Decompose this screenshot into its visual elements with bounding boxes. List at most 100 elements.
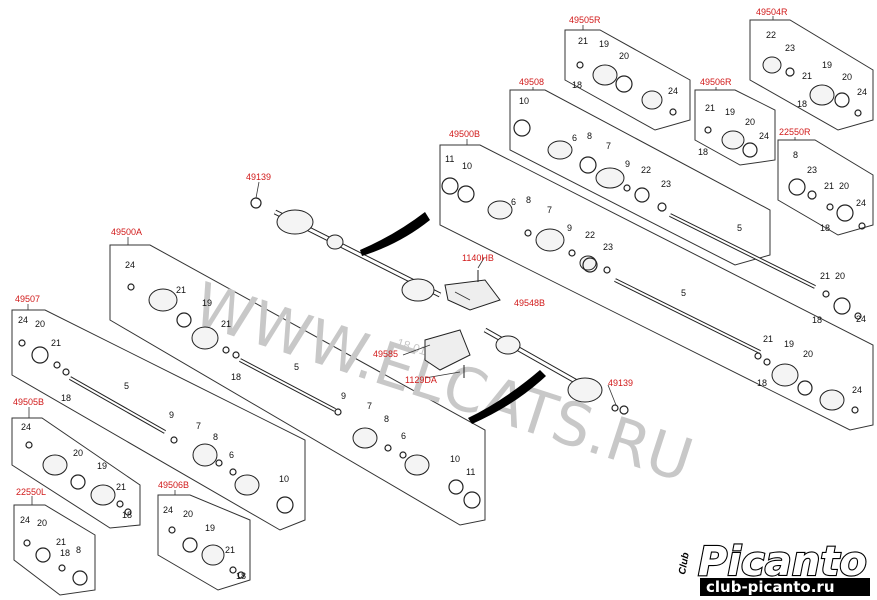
- svg-text:19: 19: [784, 339, 794, 349]
- label-49505R[interactable]: 49505R: [569, 15, 601, 25]
- svg-text:5: 5: [681, 288, 686, 298]
- svg-text:21: 21: [51, 338, 61, 348]
- svg-text:20: 20: [619, 51, 629, 61]
- cv-joint-49500A-outer: [404, 454, 430, 476]
- svg-text:18: 18: [757, 378, 767, 388]
- bracket-49585: [424, 329, 471, 371]
- svg-text:19: 19: [202, 298, 212, 308]
- group-box-22550R: [777, 139, 874, 236]
- label-22550L[interactable]: 22550L: [16, 487, 46, 497]
- svg-text:21: 21: [578, 36, 588, 46]
- cv-joint-49507: [234, 474, 260, 496]
- cv-boot-top-left: [276, 209, 314, 235]
- label-49548B[interactable]: 49548B: [514, 298, 545, 308]
- svg-text:20: 20: [745, 117, 755, 127]
- svg-text:23: 23: [661, 179, 671, 189]
- svg-text:18: 18: [236, 571, 246, 581]
- label-22550R[interactable]: 22550R: [779, 127, 811, 137]
- cv-joint-center: [495, 335, 521, 355]
- svg-text:10: 10: [450, 454, 460, 464]
- svg-text:22: 22: [766, 30, 776, 40]
- svg-text:24: 24: [21, 422, 31, 432]
- svg-text:9: 9: [341, 391, 346, 401]
- bracket-49548B: [444, 279, 501, 311]
- group-box-49504R: [749, 19, 874, 131]
- boot-clamp-top: [326, 234, 344, 250]
- svg-text:21: 21: [705, 103, 715, 113]
- cv-boot-49507: [192, 443, 218, 467]
- label-1129DA[interactable]: 1129DA: [405, 375, 437, 385]
- svg-text:20: 20: [839, 181, 849, 191]
- cv-joint-49500B-outer: [819, 389, 845, 411]
- boot-49504R: [809, 84, 835, 106]
- svg-text:21: 21: [221, 319, 231, 329]
- svg-text:7: 7: [367, 401, 372, 411]
- svg-text:20: 20: [835, 271, 845, 281]
- label-49506R[interactable]: 49506R: [700, 77, 732, 87]
- group-box-49506B: [157, 494, 251, 591]
- svg-text:18: 18: [60, 548, 70, 558]
- svg-text:24: 24: [856, 198, 866, 208]
- swoosh-lower: [468, 370, 546, 424]
- svg-text:21: 21: [820, 271, 830, 281]
- svg-text:10: 10: [279, 474, 289, 484]
- svg-text:20: 20: [803, 349, 813, 359]
- svg-text:9: 9: [169, 410, 174, 420]
- svg-text:9: 9: [567, 223, 572, 233]
- svg-text:21: 21: [56, 537, 66, 547]
- svg-text:5: 5: [737, 223, 742, 233]
- svg-text:20: 20: [35, 319, 45, 329]
- label-49506B[interactable]: 49506B: [158, 480, 189, 490]
- svg-text:18: 18: [820, 223, 830, 233]
- svg-text:20: 20: [37, 518, 47, 528]
- svg-text:24: 24: [163, 505, 173, 515]
- svg-text:8: 8: [384, 414, 389, 424]
- joint-49505R: [641, 90, 663, 110]
- svg-text:18: 18: [812, 315, 822, 325]
- svg-text:6: 6: [401, 431, 406, 441]
- label-49500B[interactable]: 49500B: [449, 129, 480, 139]
- svg-text:9: 9: [625, 159, 630, 169]
- group-box-49500A: [109, 244, 486, 526]
- clamp-49500B: [579, 255, 597, 271]
- group-box-49505R: [564, 29, 691, 131]
- svg-text:22: 22: [585, 230, 595, 240]
- label-49504R[interactable]: 49504R: [756, 7, 788, 17]
- label-1140HB[interactable]: 1140HB: [462, 253, 494, 263]
- svg-text:23: 23: [603, 242, 613, 252]
- svg-text:23: 23: [785, 43, 795, 53]
- cv-boot-49500B: [535, 228, 565, 252]
- svg-text:23: 23: [807, 165, 817, 175]
- svg-text:10: 10: [519, 96, 529, 106]
- svg-text:10: 10: [462, 161, 472, 171]
- club-picanto-logo: Club Picanto club-picanto.ru: [677, 538, 870, 596]
- label-49500A[interactable]: 49500A: [111, 227, 142, 237]
- svg-text:24: 24: [125, 260, 135, 270]
- label-49508[interactable]: 49508: [519, 77, 544, 87]
- cv-joint-49508: [547, 140, 573, 160]
- label-49585[interactable]: 49585: [373, 349, 398, 359]
- svg-text:21: 21: [824, 181, 834, 191]
- cv-boot-49500A: [191, 326, 219, 350]
- svg-text:19: 19: [97, 461, 107, 471]
- swoosh-upper: [360, 212, 430, 256]
- svg-text:11: 11: [466, 467, 475, 477]
- svg-text:8: 8: [213, 432, 218, 442]
- svg-text:24: 24: [20, 515, 30, 525]
- svg-text:7: 7: [196, 421, 201, 431]
- label-49505B[interactable]: 49505B: [13, 397, 44, 407]
- svg-text:8: 8: [76, 545, 81, 555]
- label-49139-top[interactable]: 49139: [246, 172, 271, 182]
- group-box-22550L: [13, 504, 96, 596]
- group-box-49508: [509, 89, 771, 266]
- svg-text:21: 21: [225, 545, 235, 555]
- svg-text:5: 5: [124, 381, 129, 391]
- svg-text:8: 8: [793, 150, 798, 160]
- boot-49505B: [90, 484, 116, 506]
- svg-text:21: 21: [763, 334, 773, 344]
- svg-text:24: 24: [18, 315, 28, 325]
- group-box-49507: [11, 309, 306, 531]
- label-49507[interactable]: 49507: [15, 294, 40, 304]
- label-49139-bottom[interactable]: 49139: [608, 378, 633, 388]
- svg-text:18: 18: [122, 510, 132, 520]
